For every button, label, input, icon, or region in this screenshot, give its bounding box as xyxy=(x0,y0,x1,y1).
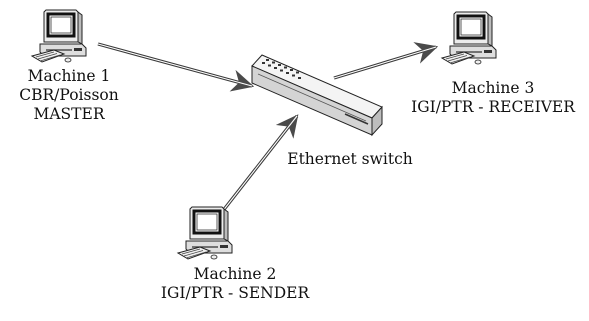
machine-2-label: Machine 2 IGI/PTR - SENDER xyxy=(145,265,325,303)
machine-1-mode: MASTER xyxy=(33,105,105,123)
machine-3-name: Machine 3 xyxy=(451,79,535,97)
machine-3-computer-icon xyxy=(440,10,498,66)
machine-2-role: IGI/PTR - SENDER xyxy=(160,284,310,302)
link-machine2-to-switch xyxy=(220,114,299,213)
machine-1-label: Machine 1 CBR/Poisson MASTER xyxy=(14,67,124,124)
machine-2-computer-icon xyxy=(176,205,234,261)
machine-3-role: IGI/PTR - RECEIVER xyxy=(411,98,575,116)
machine-2-name: Machine 2 xyxy=(193,265,277,283)
link-switch-to-machine3 xyxy=(333,42,439,80)
machine-1-computer-icon xyxy=(30,8,88,64)
machine-1-role: CBR/Poisson xyxy=(19,86,119,104)
link-machine1-to-switch xyxy=(97,42,255,92)
machine-1-name: Machine 1 xyxy=(27,67,111,85)
ethernet-switch-label: Ethernet switch xyxy=(287,150,413,168)
machine-3-label: Machine 3 IGI/PTR - RECEIVER xyxy=(398,79,588,117)
ethernet-switch-icon xyxy=(251,54,383,137)
